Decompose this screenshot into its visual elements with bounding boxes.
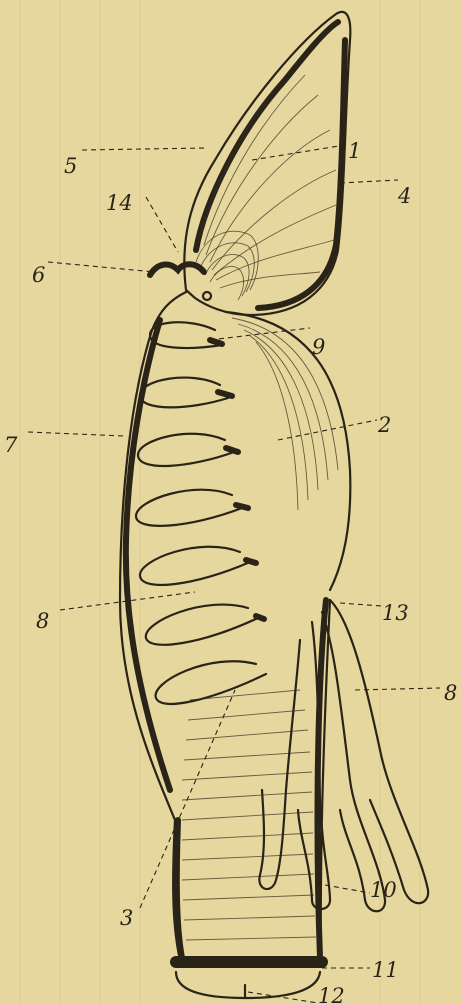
label-14: 14: [106, 191, 133, 215]
label-12: 12: [318, 984, 345, 1003]
head-lobe: [184, 12, 350, 315]
label-11: 11: [372, 958, 399, 982]
leader-lines: [28, 145, 440, 1003]
label-8-left: 8: [36, 609, 49, 633]
label-3: 3: [120, 906, 133, 930]
label-5: 5: [64, 154, 77, 178]
label-8-right: 8: [444, 681, 457, 705]
label-2: 2: [377, 413, 391, 437]
tentacles: [259, 600, 428, 911]
main-body: [120, 264, 350, 998]
label-10: 10: [370, 878, 397, 902]
label-13: 13: [382, 601, 409, 625]
label-7: 7: [4, 433, 18, 457]
label-1: 1: [348, 139, 361, 163]
stalk-hatching: [182, 690, 316, 940]
label-4: 4: [397, 184, 411, 208]
labels: 5 1 4 14 6 9 2 7 8 13 8 3 10 11 12: [4, 139, 457, 1003]
label-6: 6: [32, 263, 45, 287]
gill-loops: [136, 322, 266, 704]
label-9: 9: [312, 335, 325, 359]
